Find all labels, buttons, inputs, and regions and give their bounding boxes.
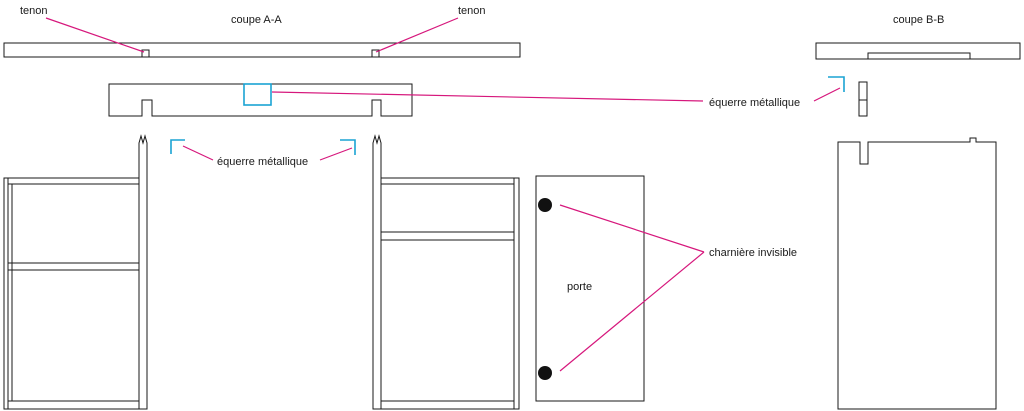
section-bb-side-panel — [837, 137, 997, 410]
bracket-left-icon — [170, 139, 185, 154]
left-cabinet-post — [138, 134, 148, 410]
tenon-slot-left — [141, 49, 150, 58]
leader-lines — [45, 17, 841, 372]
tenon-slot-right — [371, 49, 380, 58]
label-bracket-right: équerre métallique — [709, 97, 800, 109]
label-door: porte — [567, 281, 592, 293]
hinge-dot-bottom — [538, 366, 552, 380]
label-section-aa: coupe A-A — [231, 14, 282, 26]
label-tenon-left: tenon — [20, 5, 48, 17]
bracket-right-icon — [828, 76, 845, 92]
section-aa-top-board — [3, 42, 521, 58]
label-tenon-right: tenon — [458, 5, 486, 17]
center-cabinet-post — [372, 134, 382, 410]
section-bb-small-part — [858, 81, 868, 117]
hinge-dot-top — [538, 198, 552, 212]
label-bracket-center: équerre métallique — [217, 156, 308, 168]
middle-rail — [108, 83, 413, 117]
bracket-mid-icon — [340, 139, 356, 155]
center-cabinet — [372, 134, 520, 410]
door-panel — [535, 175, 645, 402]
label-section-bb: coupe B-B — [893, 14, 944, 26]
left-cabinet — [3, 134, 148, 410]
section-bb-top-board — [815, 42, 1021, 60]
bracket-in-rail — [243, 83, 272, 106]
label-hinge: charnière invisible — [709, 247, 797, 259]
